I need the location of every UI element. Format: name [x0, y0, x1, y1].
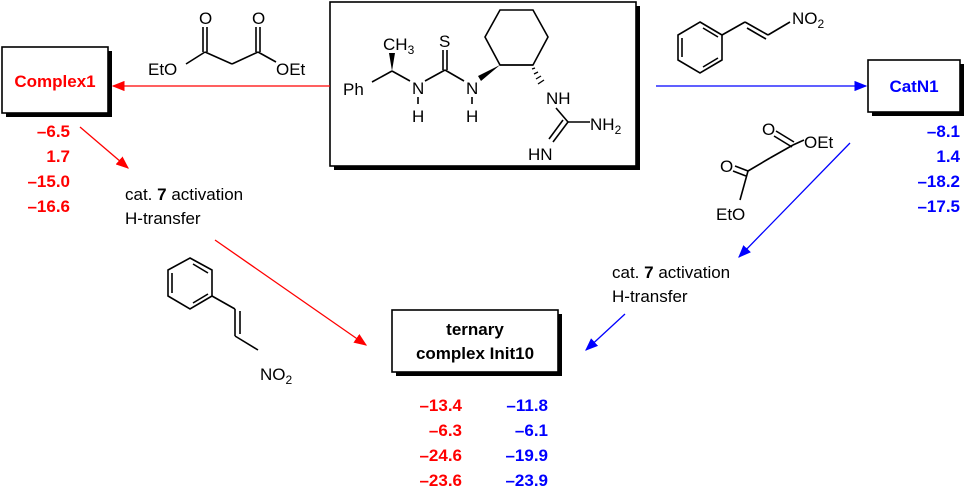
value: –24.6	[419, 446, 462, 465]
value: –15.0	[27, 172, 70, 191]
value: –17.5	[917, 197, 960, 216]
nitrostyrene-bottom: NO2	[167, 257, 293, 387]
complex1-title: Complex1	[14, 72, 95, 91]
value: –6.1	[515, 421, 548, 440]
value: 1.7	[46, 147, 70, 166]
atom-oet: OEt	[804, 133, 834, 152]
atom-eto: EtO	[148, 60, 177, 79]
atom-oet: OEt	[276, 60, 306, 79]
arrow-right-to-ternary	[585, 313, 626, 351]
left-step-line2: H-transfer	[125, 209, 201, 228]
value: –13.4	[419, 396, 462, 415]
catn1-box: CatN1	[867, 59, 964, 116]
atom-o: O	[199, 9, 212, 28]
diethyl-malonate-left: EtO O O OEt	[148, 9, 306, 79]
atom-ph: Ph	[343, 80, 364, 99]
ternary-title-2: complex Init10	[416, 344, 534, 363]
atom-o: O	[762, 120, 775, 139]
atom-hn: HN	[528, 145, 553, 164]
complex1-values: –6.5 1.7 –15.0 –16.6	[27, 122, 70, 216]
value: –16.6	[27, 197, 70, 216]
atom-n2: N	[466, 79, 478, 98]
ternary-complex-box: ternary complex Init10	[391, 309, 562, 376]
value: –6.5	[37, 122, 70, 141]
nitrostyrene-top: NO2	[677, 9, 825, 74]
value: –8.1	[927, 122, 960, 141]
arrow-catn1-step	[738, 142, 851, 258]
right-step-line1: cat. 7 activation	[612, 263, 730, 282]
value: –19.9	[505, 446, 548, 465]
atom-nh2: NH2	[590, 115, 622, 137]
atom-n1: N	[412, 79, 424, 98]
atom-eto: EtO	[716, 205, 745, 224]
right-step-line2: H-transfer	[612, 287, 688, 306]
atom-o: O	[252, 9, 265, 28]
ternary-title-1: ternary	[446, 320, 504, 339]
value: –6.3	[429, 421, 462, 440]
value: –23.9	[505, 471, 548, 490]
catn1-values: –8.1 1.4 –18.2 –17.5	[917, 122, 960, 216]
diethyl-malonate-right: O OEt O EtO	[716, 120, 834, 224]
complex1-box: Complex1	[1, 46, 112, 117]
left-step-line1: cat. 7 activation	[125, 185, 243, 204]
catalyst-structure: Ph CH3 N H S N H NH NH2 HN	[329, 1, 640, 170]
atom-ch3: CH3	[383, 35, 415, 57]
ternary-blue-values: –11.8 –6.1 –19.9 –23.9	[505, 396, 548, 490]
atom-h2: H	[466, 107, 478, 126]
arrow-complex1-step	[79, 126, 129, 169]
atom-nh: NH	[546, 89, 571, 108]
atom-no2: NO2	[792, 9, 825, 31]
ternary-red-values: –13.4 –6.3 –24.6 –23.6	[419, 396, 462, 490]
value: 1.4	[936, 147, 960, 166]
catn1-title: CatN1	[889, 77, 938, 96]
value: –11.8	[506, 396, 548, 415]
value: –18.2	[917, 172, 960, 191]
atom-no2: NO2	[260, 365, 293, 387]
atom-h1: H	[412, 107, 424, 126]
arrow-left-to-ternary	[214, 239, 368, 346]
value: –23.6	[419, 471, 462, 490]
atom-s: S	[439, 32, 450, 51]
atom-o: O	[720, 157, 733, 176]
